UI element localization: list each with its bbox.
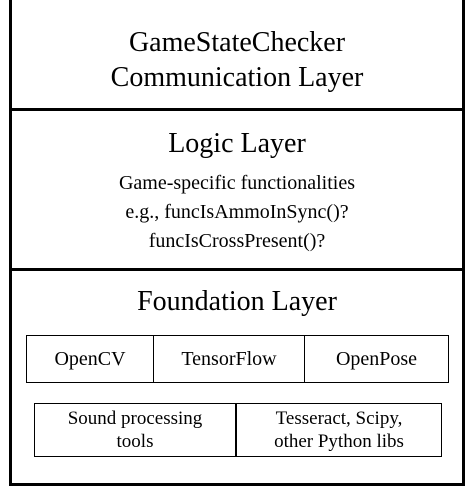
logic-layer-example-2: funcIsCrossPresent()? xyxy=(148,230,326,252)
sound-processing-line1: Sound processing xyxy=(67,407,203,429)
sound-processing-line2: tools xyxy=(116,431,154,452)
tensorflow-label: TensorFlow xyxy=(181,347,277,370)
opencv-label: OpenCV xyxy=(54,347,126,370)
logic-layer-example-1: e.g., funcIsAmmoInSync()? xyxy=(125,201,349,223)
logic-layer-title: Logic Layer xyxy=(168,128,306,159)
logic-layer-description: Game-specific functionalities xyxy=(118,172,355,194)
opencv-box: OpenCV xyxy=(26,335,154,383)
communication-layer-title-line1: GameStateChecker xyxy=(128,27,346,58)
openpose-label: OpenPose xyxy=(335,347,418,370)
communication-layer-title-line2: Communication Layer xyxy=(110,62,364,93)
sound-processing-label: Sound processing tools xyxy=(68,407,203,453)
python-libs-line2: other Python libs xyxy=(274,431,404,452)
openpose-box: OpenPose xyxy=(304,335,449,383)
python-libs-line1: Tesseract, Scipy, xyxy=(275,407,403,429)
divider-communication-logic xyxy=(9,108,465,111)
divider-logic-foundation xyxy=(9,268,465,271)
foundation-layer-title: Foundation Layer xyxy=(137,286,337,317)
python-libs-label: Tesseract, Scipy, other Python libs xyxy=(274,407,404,453)
sound-processing-box: Sound processing tools xyxy=(34,403,236,457)
tensorflow-box: TensorFlow xyxy=(153,335,305,383)
python-libs-box: Tesseract, Scipy, other Python libs xyxy=(236,403,442,457)
